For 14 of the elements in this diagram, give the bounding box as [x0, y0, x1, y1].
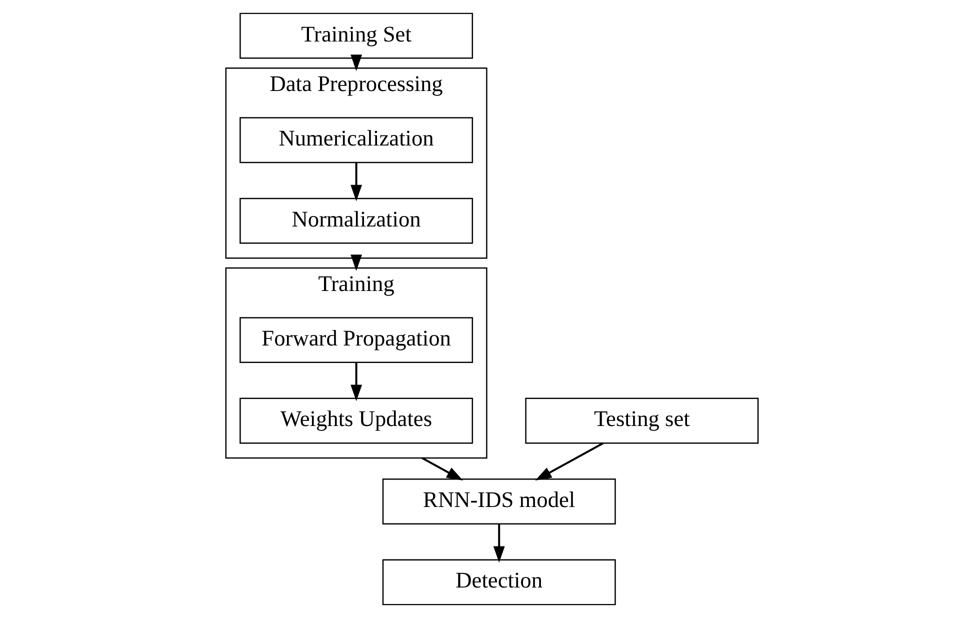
- node-box: RNN-IDS model: [382, 478, 616, 524]
- node-box: Testing set: [525, 398, 759, 444]
- node-box: Numericalization: [240, 117, 474, 164]
- arrow: [350, 362, 362, 402]
- node-box: Detection: [382, 559, 616, 606]
- node-box: Forward Propagation: [240, 317, 474, 364]
- arrow: [535, 442, 604, 480]
- arrow: [350, 254, 362, 272]
- arrow: [422, 457, 464, 480]
- arrow: [493, 524, 505, 563]
- node-box: Weights Updates: [240, 398, 474, 444]
- arrow: [350, 162, 362, 202]
- arrow: [350, 54, 362, 72]
- node-box: Normalization: [240, 198, 474, 244]
